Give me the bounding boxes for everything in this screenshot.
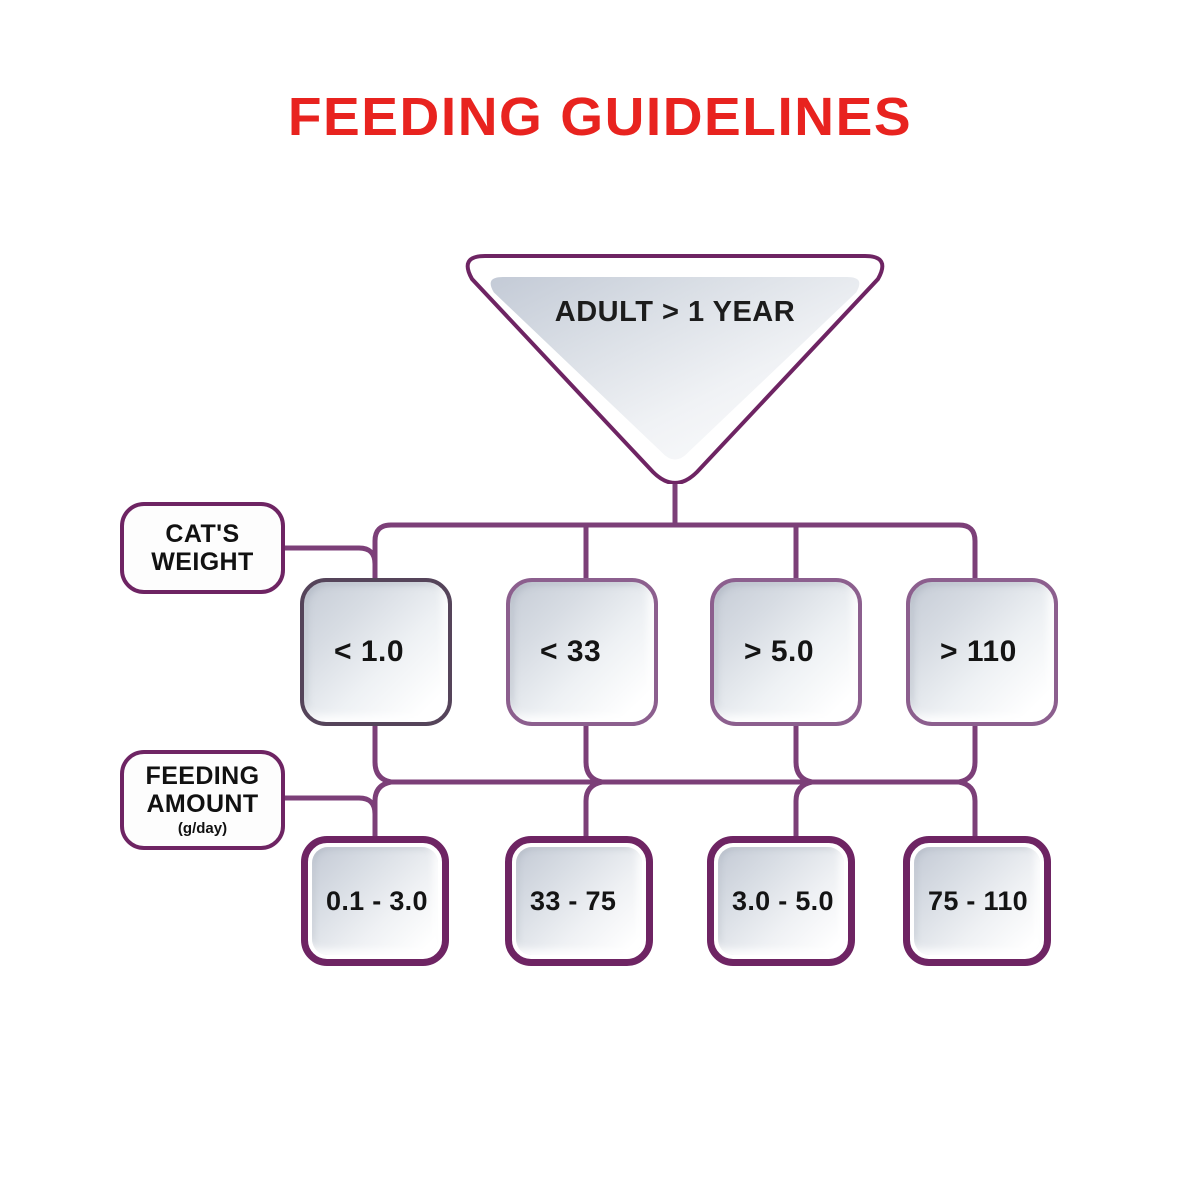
amount-box-1[interactable]: 0.1 - 3.0	[301, 836, 449, 966]
amount-box-inner: 3.0 - 5.0	[718, 847, 844, 955]
wire-bus-main	[375, 726, 1030, 782]
weight-value: > 110	[940, 635, 1017, 668]
amount-box-3[interactable]: 3.0 - 5.0	[707, 836, 855, 966]
weight-box-2[interactable]: < 33	[506, 578, 658, 726]
weight-box-3[interactable]: > 5.0	[710, 578, 862, 726]
amount-box-inner: 75 - 110	[914, 847, 1040, 955]
weight-box-4[interactable]: > 110	[906, 578, 1058, 726]
root-node-label: ADULT > 1 YEAR	[554, 296, 796, 328]
wire-weight-label	[282, 545, 378, 567]
amount-box-4[interactable]: 75 - 110	[903, 836, 1051, 966]
weight-value: > 5.0	[744, 635, 815, 668]
row-label-line2: WEIGHT	[151, 548, 254, 576]
wire-bus-top-seg1	[375, 726, 960, 782]
root-node[interactable]: ADULT > 1 YEAR	[455, 252, 895, 484]
weight-value: < 1.0	[334, 635, 405, 668]
wire-amount-label	[282, 795, 378, 817]
row-label-cats-weight[interactable]: CAT'S WEIGHT	[120, 502, 285, 594]
page-title: FEEDING GUIDELINES	[287, 87, 913, 147]
amount-box-inner: 0.1 - 3.0	[312, 847, 438, 955]
amount-value: 75 - 110	[928, 885, 1028, 916]
amount-value: 3.0 - 5.0	[732, 885, 834, 916]
row-label-unit: (g/day)	[177, 820, 228, 838]
amount-box-inner: 33 - 75	[516, 847, 642, 955]
root-node-shape	[465, 254, 885, 484]
amount-value: 0.1 - 3.0	[326, 885, 428, 916]
row-label-line2: AMOUNT	[146, 790, 259, 819]
amount-box-2[interactable]: 33 - 75	[505, 836, 653, 966]
wire-upper-bus	[372, 522, 978, 588]
weight-value: < 33	[540, 635, 602, 668]
amount-value: 33 - 75	[530, 885, 617, 916]
row-label-line1: FEEDING	[145, 762, 260, 791]
row-label-feeding-amount[interactable]: FEEDING AMOUNT (g/day)	[120, 750, 285, 850]
row-label-line1: CAT'S	[165, 520, 240, 548]
weight-box-1[interactable]: < 1.0	[300, 578, 452, 726]
